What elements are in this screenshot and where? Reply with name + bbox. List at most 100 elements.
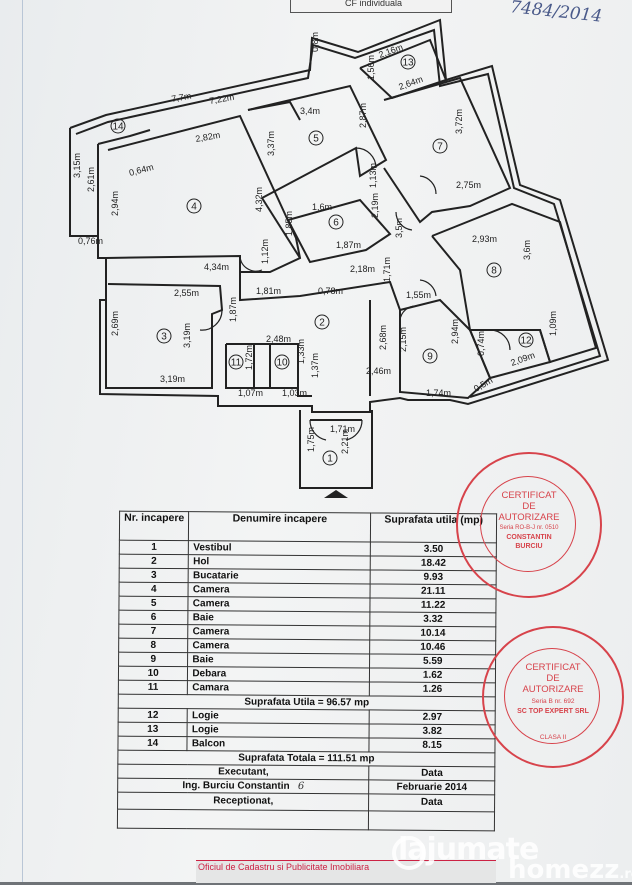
date-value: Februarie 2014 bbox=[368, 779, 495, 795]
cell-area: 10.14 bbox=[370, 625, 496, 641]
cell-name: Balcon bbox=[187, 736, 370, 752]
cell-area: 2.97 bbox=[369, 709, 496, 725]
cell-name: Vestibul bbox=[188, 540, 371, 556]
cell-area: 1.26 bbox=[369, 681, 496, 697]
authorization-stamp-2: CERTIFICAT DE AUTORIZARE Seria B nr. 692… bbox=[482, 626, 624, 768]
dimension-label: 3,15m bbox=[72, 153, 82, 178]
cell-name: Camara bbox=[187, 680, 370, 696]
dimension-label: 2,82m bbox=[195, 130, 221, 144]
room-number-circle bbox=[274, 354, 290, 370]
stamp1-line3: AUTORIZARE bbox=[498, 512, 560, 523]
dimension-label: 2,93m bbox=[472, 234, 497, 244]
margin-line bbox=[22, 0, 23, 882]
receptionat-label: Receptionat, bbox=[117, 792, 369, 811]
dimension-label: 2,18m bbox=[350, 264, 375, 274]
dimension-label: 0,78m bbox=[318, 286, 343, 296]
cell-name: Camera bbox=[188, 624, 371, 640]
dimension-label: 2,69m bbox=[110, 311, 120, 336]
cell-nr: 9 bbox=[118, 652, 188, 667]
authorization-stamp-1: CERTIFICAT DE AUTORIZARE Seria RO-B-J nr… bbox=[456, 452, 602, 598]
dimension-label: 2,55m bbox=[174, 288, 199, 298]
stamp2-clasa: CLASA II bbox=[539, 734, 567, 741]
cell-name: Hol bbox=[188, 554, 371, 570]
cell-nr: 8 bbox=[118, 638, 189, 653]
room-number: 12 bbox=[520, 336, 532, 347]
cell-name: Logie bbox=[187, 722, 370, 738]
room-number: 6 bbox=[333, 218, 339, 229]
room-number-circle bbox=[186, 198, 202, 214]
room-number-circle bbox=[110, 118, 126, 134]
room-schedule-table: Nr. incapere Denumire incapere Suprafata… bbox=[117, 511, 497, 832]
room-number: 7 bbox=[437, 142, 443, 153]
col-header-nr: Nr. incapere bbox=[119, 511, 189, 541]
stamp2-series: Seria B nr. 692 bbox=[531, 698, 575, 705]
dimension-label: 1,71m bbox=[382, 257, 392, 282]
dimension-label: 0,74m bbox=[476, 331, 486, 356]
watermark-tld: .ro bbox=[619, 867, 632, 882]
cell-area: 1.62 bbox=[369, 667, 496, 683]
cell-nr: 3 bbox=[119, 568, 189, 583]
dimension-label: 1,12m bbox=[260, 239, 270, 264]
dimension-label: 1,75m bbox=[306, 427, 316, 452]
col-header-denumire: Denumire incapere bbox=[188, 511, 371, 542]
cell-area: 8.15 bbox=[369, 737, 496, 753]
dimension-label: 7,7m bbox=[171, 91, 192, 104]
watermark-homezz: homezz.ro bbox=[508, 855, 632, 885]
cell-nr: 11 bbox=[118, 680, 188, 695]
stamp2-line1: CERTIFICAT bbox=[525, 662, 581, 673]
dimension-label: 1,81m bbox=[256, 286, 281, 296]
room-number: 14 bbox=[112, 122, 124, 133]
dimension-label: 1,56m bbox=[366, 55, 376, 80]
room-number-circle bbox=[486, 262, 502, 278]
dimension-label: 3,4m bbox=[300, 106, 320, 116]
room-number: 9 bbox=[427, 352, 433, 363]
room-number-circle bbox=[400, 54, 416, 70]
dimension-label: 1,72m bbox=[244, 345, 254, 370]
watermark-homezz-name: homezz bbox=[508, 855, 620, 885]
dimension-label: 3,72m bbox=[454, 109, 464, 134]
signature: 6 bbox=[297, 780, 305, 792]
room-number: 8 bbox=[491, 266, 497, 277]
room-number: 11 bbox=[231, 358, 242, 369]
cell-nr: 10 bbox=[118, 666, 188, 681]
cell-name: Logie bbox=[187, 708, 370, 724]
dimension-label: 1,87m bbox=[228, 297, 238, 322]
stamp-inner-ring bbox=[504, 648, 600, 744]
blank-row bbox=[117, 809, 495, 831]
dimension-label: 0,8m bbox=[310, 32, 320, 52]
cell-name: Bucatarie bbox=[188, 568, 371, 584]
dimension-label: 2,94m bbox=[450, 319, 460, 344]
dimension-label: 2,75m bbox=[456, 180, 481, 190]
cell-area: 3.82 bbox=[369, 723, 496, 739]
dimension-label: 1,33m bbox=[296, 339, 306, 364]
dimension-label: 2,48m bbox=[266, 334, 291, 344]
dimension-label: 2,68m bbox=[378, 325, 388, 350]
dimension-label: 2,09m bbox=[509, 350, 536, 368]
room-number: 2 bbox=[319, 318, 325, 329]
stamp2-line3: AUTORIZARE bbox=[522, 684, 584, 695]
cell-nr: 7 bbox=[118, 624, 189, 639]
executant-name: Ing. Burciu Constantin bbox=[182, 779, 290, 792]
table-header-row: Nr. incapere Denumire incapere Suprafata… bbox=[119, 511, 497, 543]
watermark-logo-icon bbox=[392, 836, 426, 870]
room-number-circle bbox=[156, 328, 172, 344]
dimension-label: 1,37m bbox=[310, 353, 320, 378]
dimension-label: 3,37m bbox=[266, 131, 276, 156]
dimension-label: 4,34m bbox=[204, 262, 229, 272]
cell-name: Debara bbox=[187, 666, 370, 682]
dimension-label: 1,55m bbox=[406, 290, 431, 300]
stamp1-name: CONSTANTIN bbox=[506, 534, 552, 541]
cell-nr: 13 bbox=[118, 722, 188, 737]
room-number: 10 bbox=[276, 358, 288, 369]
footer-strip bbox=[196, 860, 496, 883]
room-number-circle bbox=[314, 314, 330, 330]
dimension-label: 3,19m bbox=[160, 374, 185, 384]
cell-area: 5.59 bbox=[369, 653, 496, 669]
dimension-label: 2,19m bbox=[370, 193, 380, 218]
data-label-2: Data bbox=[368, 793, 495, 812]
data-label: Data bbox=[369, 765, 495, 781]
stamp1-name2: BURCIU bbox=[515, 543, 543, 550]
stamp1-series: Seria RO-B-J nr. 0510 bbox=[499, 525, 559, 531]
room-number-circle bbox=[422, 348, 438, 364]
